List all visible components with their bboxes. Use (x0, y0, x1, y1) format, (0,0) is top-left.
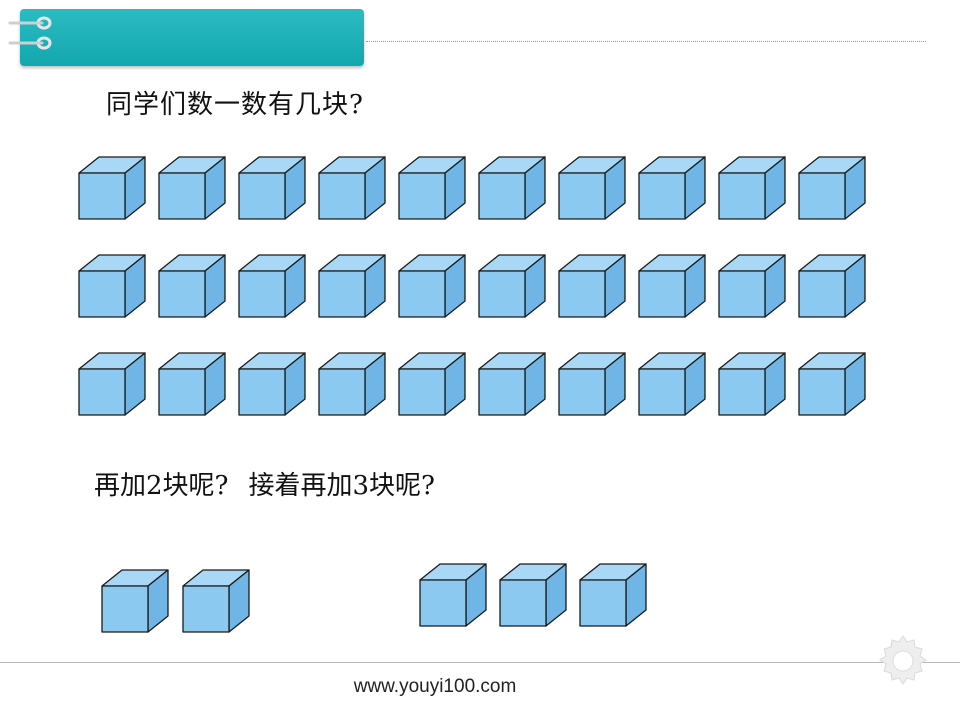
follow-up-add-three: 接着再加3块呢? (248, 471, 435, 501)
question-title: 同学们数一数有几块? (106, 90, 364, 120)
cube-main (798, 352, 866, 416)
cube-add-two (182, 569, 250, 633)
cube-main (558, 254, 626, 318)
cube-main (478, 156, 546, 220)
footer-divider (0, 662, 960, 663)
cube-main (158, 254, 226, 318)
header-divider (366, 41, 926, 42)
cube-main (238, 352, 306, 416)
cube-main (398, 156, 466, 220)
binder-rings-icon (8, 16, 52, 50)
cube-add-three (419, 563, 487, 627)
cube-add-two (101, 569, 169, 633)
cube-main (78, 156, 146, 220)
follow-up-add-two: 再加2块呢? (94, 471, 229, 501)
cube-main (718, 156, 786, 220)
cube-main (158, 156, 226, 220)
cube-main (78, 352, 146, 416)
cube-main (398, 352, 466, 416)
cube-main (238, 254, 306, 318)
cube-main (718, 352, 786, 416)
cube-main (238, 156, 306, 220)
cube-main (798, 254, 866, 318)
follow-up-question: 再加2块呢? 接着再加3块呢? (94, 465, 435, 502)
cube-main (638, 352, 706, 416)
cube-main (478, 254, 546, 318)
cube-main (798, 156, 866, 220)
cube-main (318, 156, 386, 220)
footer-url: www.youyi100.com (353, 676, 517, 697)
cube-main (558, 156, 626, 220)
cube-add-three (579, 563, 647, 627)
cube-main (718, 254, 786, 318)
cube-main (78, 254, 146, 318)
cube-main (478, 352, 546, 416)
cube-main (398, 254, 466, 318)
cube-main (318, 352, 386, 416)
cube-add-three (499, 563, 567, 627)
cube-main (318, 254, 386, 318)
header-banner (20, 9, 364, 66)
cube-main (638, 156, 706, 220)
cube-main (638, 254, 706, 318)
cube-main (558, 352, 626, 416)
cube-main (158, 352, 226, 416)
gear-icon (879, 635, 927, 685)
